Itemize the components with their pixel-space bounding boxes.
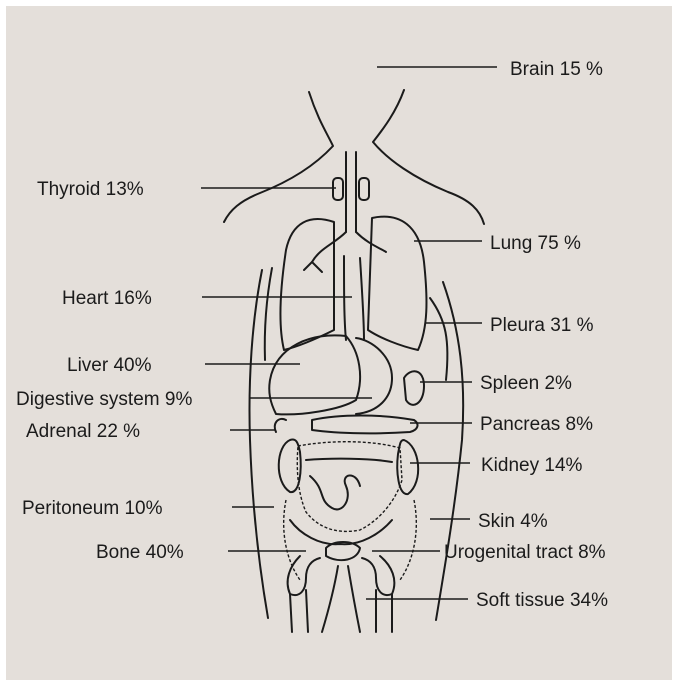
label-spleen: Spleen 2% <box>480 373 572 394</box>
label-pleura: Pleura 31 % <box>490 315 594 336</box>
label-digestive-system: Digestive system 9% <box>16 389 192 410</box>
label-liver: Liver 40% <box>67 355 152 376</box>
label-pancreas: Pancreas 8% <box>480 414 593 435</box>
label-lung: Lung 75 % <box>490 233 581 254</box>
diagram-panel <box>6 6 672 680</box>
label-skin: Skin 4% <box>478 511 548 532</box>
label-thyroid: Thyroid 13% <box>37 179 144 200</box>
label-peritoneum: Peritoneum 10% <box>22 498 163 519</box>
label-bone: Bone 40% <box>96 542 184 563</box>
label-adrenal: Adrenal 22 % <box>26 421 140 442</box>
label-urogenital-tract: Urogenital tract 8% <box>444 542 606 563</box>
label-brain: Brain 15 % <box>510 59 603 80</box>
label-soft-tissue: Soft tissue 34% <box>476 590 608 611</box>
label-heart: Heart 16% <box>62 288 152 309</box>
label-kidney: Kidney 14% <box>481 455 583 476</box>
